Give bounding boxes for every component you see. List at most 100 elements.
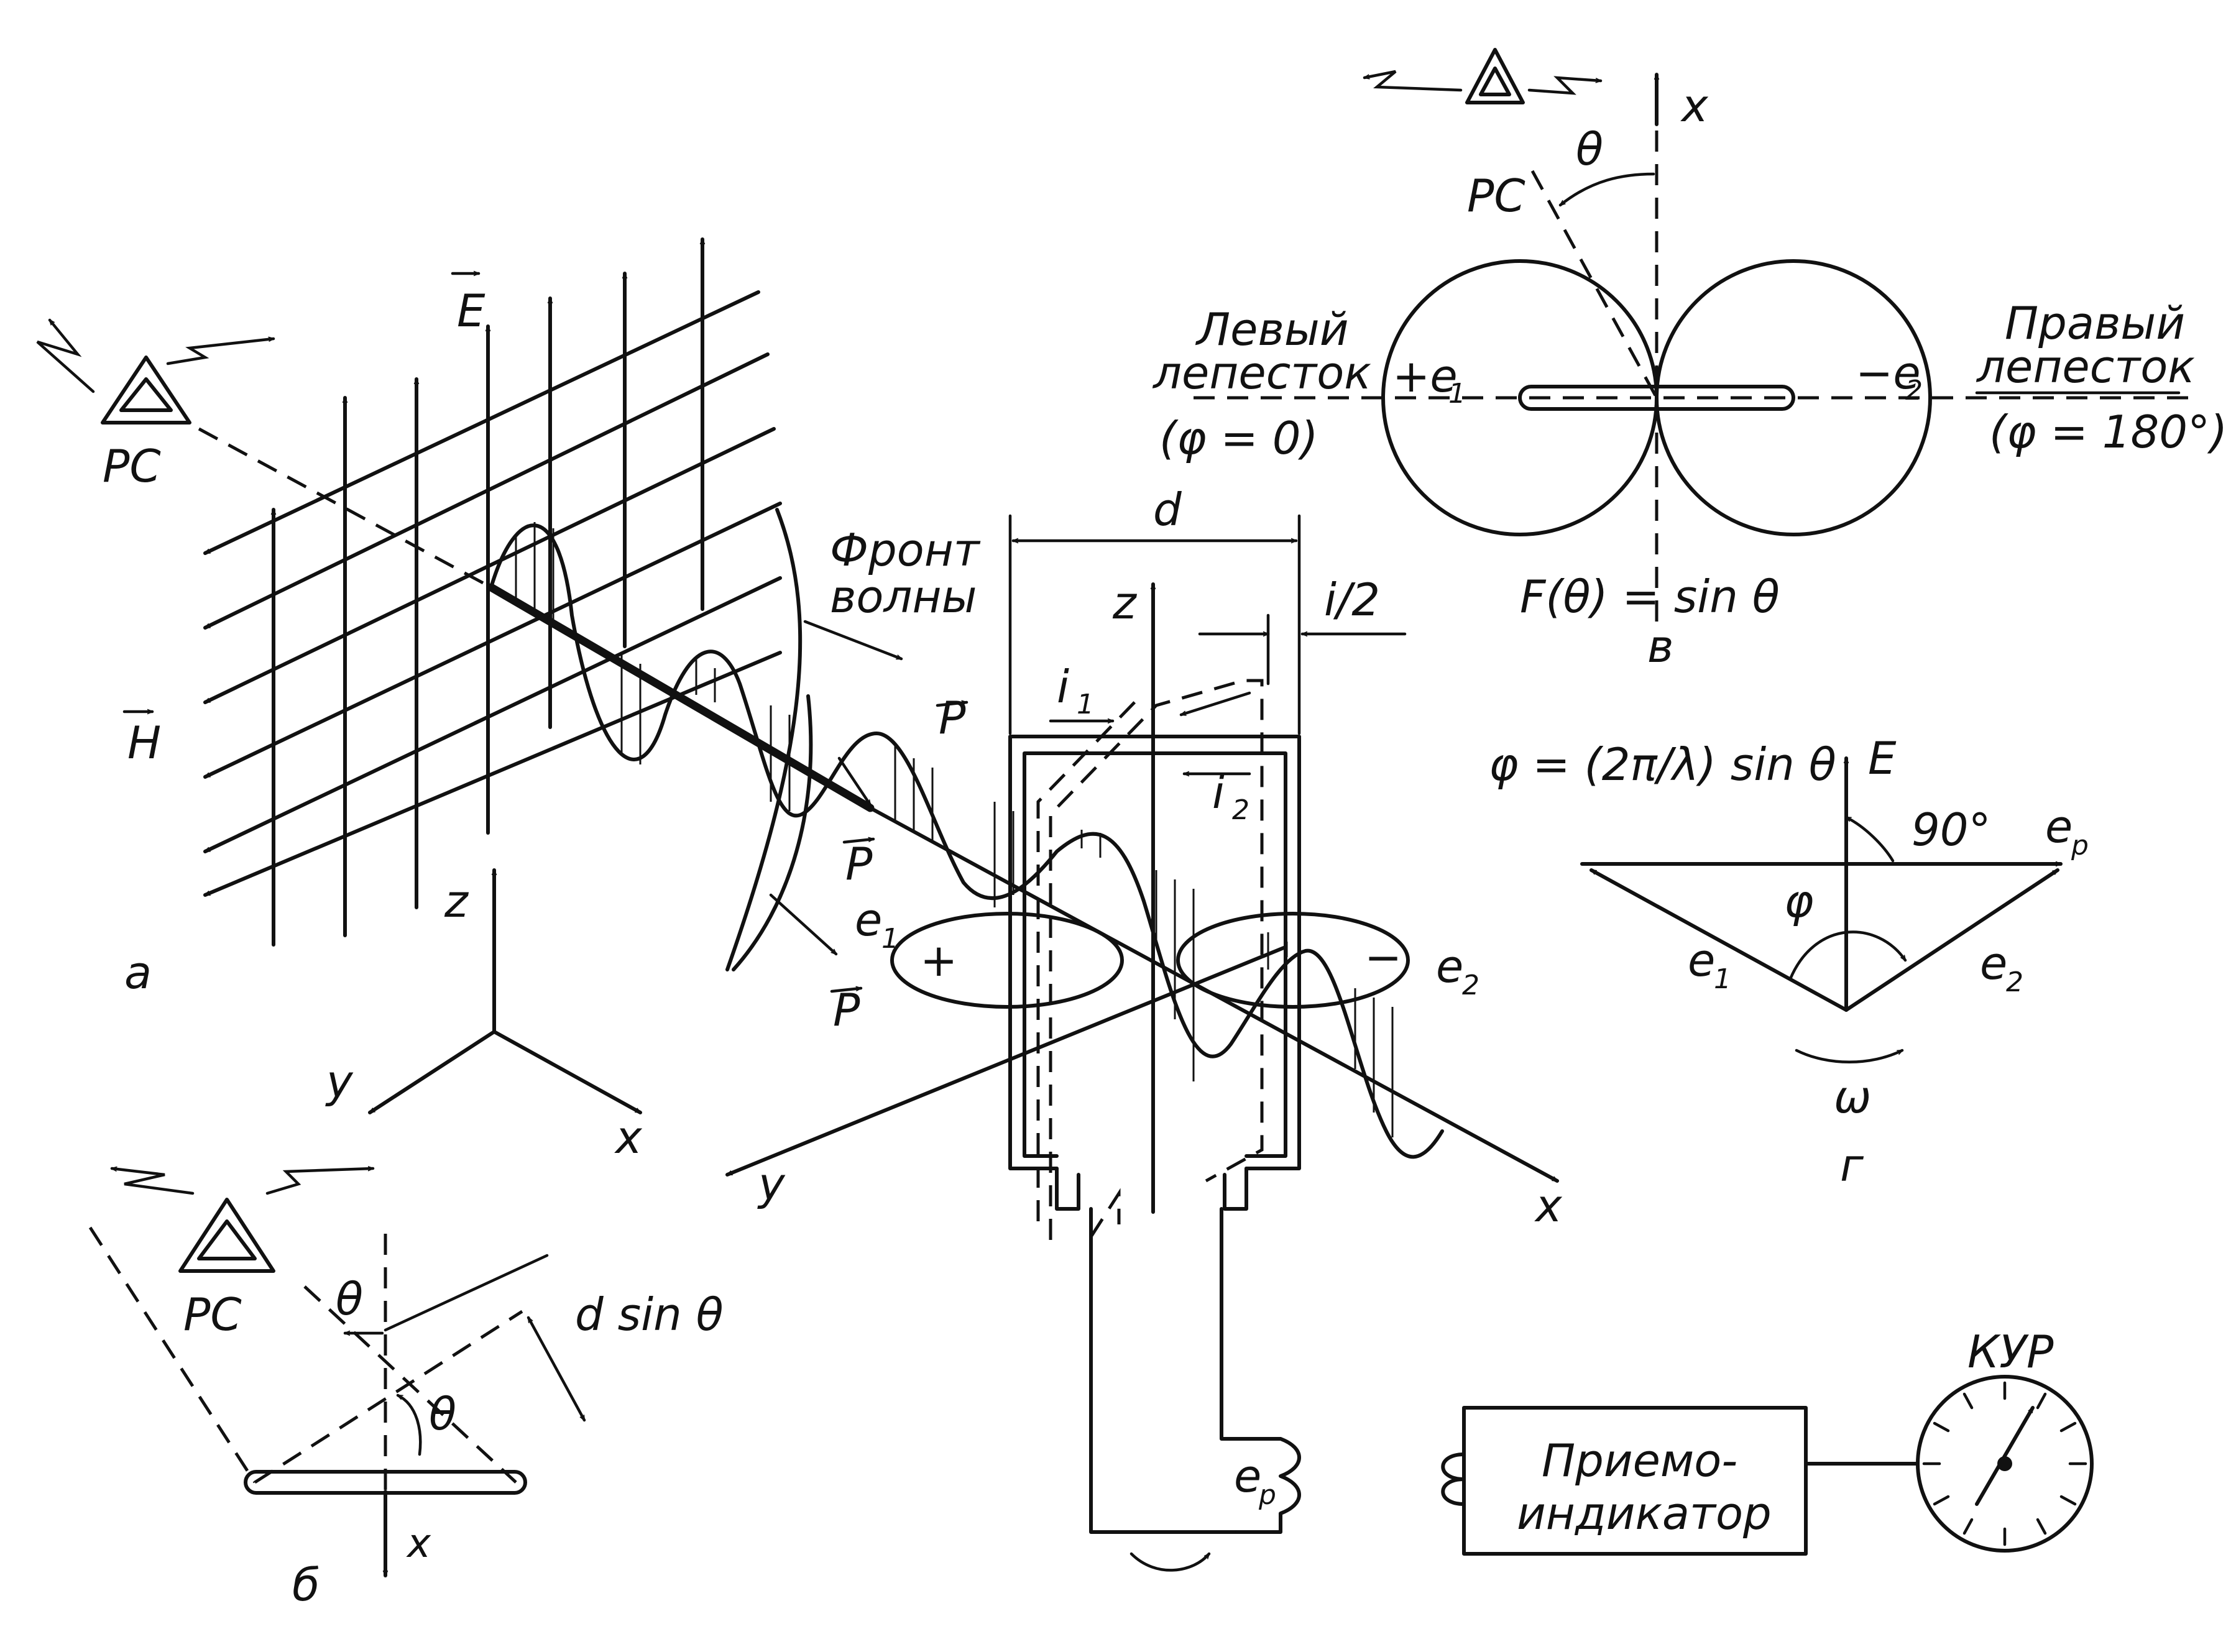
- station-label: РС: [103, 440, 161, 492]
- induced-current-arrow: [1179, 691, 1251, 717]
- h-vector-label: H: [127, 717, 161, 769]
- wave-front-label: Фронт: [830, 524, 981, 576]
- lobe-right-a: [1176, 912, 1410, 1009]
- svg-text:1: 1: [1448, 378, 1466, 410]
- receiver-label: Приемо-: [1542, 1434, 1737, 1487]
- receiver-indicator-box: [1462, 1406, 1808, 1556]
- kur-label: КУР: [1967, 1326, 2054, 1378]
- theta-label: θ: [1576, 123, 1603, 175]
- emf-e2-label: e 2: [1436, 940, 1479, 1001]
- station-label: РС: [1467, 170, 1525, 222]
- coupling-coil: [1441, 1452, 1466, 1506]
- wave-front-label: волны: [830, 571, 977, 623]
- svg-text:2: 2: [1905, 375, 1923, 406]
- phasor-e-label: E: [1868, 732, 1897, 784]
- svg-text:e: e: [855, 894, 882, 946]
- minus-e2-label: −e 2: [1856, 347, 1923, 406]
- svg-text:р: р: [2071, 830, 2089, 861]
- poynting-label: P: [845, 838, 873, 890]
- kur-indicator-dial: КУР: [1916, 1326, 2094, 1553]
- theta-label: θ: [429, 1388, 456, 1440]
- current-i1: i 1: [1049, 661, 1115, 721]
- svg-text:e: e: [2045, 801, 2073, 853]
- right-lobe-label: Правый: [2005, 297, 2185, 349]
- svg-text:e: e: [1436, 940, 1463, 993]
- axis-label: x: [1534, 1180, 1563, 1232]
- dimension-label: i/2: [1324, 574, 1380, 626]
- panel-label-v: в: [1647, 620, 1673, 672]
- right-lobe-label: лепесток: [1976, 341, 2195, 393]
- minus-sign: −: [1364, 931, 1402, 983]
- panel-v-pattern: x θ Левый лепесток (φ = 0) Правый лепест…: [1152, 73, 2227, 672]
- y-axis-main: [725, 946, 1286, 1177]
- field-grid: E H: [122, 237, 782, 947]
- panel-label-g: г: [1840, 1139, 1864, 1191]
- phasor-phi-label: φ: [1784, 875, 1814, 927]
- axis-label: y: [757, 1158, 786, 1210]
- svg-text:e: e: [1980, 937, 2007, 989]
- right-lobe-phase: (φ = 180°): [1989, 406, 2227, 458]
- dimension-half-i: i/2: [1198, 574, 1407, 686]
- radio-station-left: РС: [36, 320, 275, 492]
- e-vector-label: E: [457, 285, 485, 337]
- pattern-formula: F(θ) = sin θ: [1520, 571, 1780, 623]
- svg-text:1: 1: [1077, 689, 1094, 720]
- axis-label: z: [1112, 577, 1138, 629]
- svg-text:−e: −e: [1856, 347, 1921, 399]
- receiver-label: индикатор: [1517, 1487, 1772, 1540]
- svg-text:2: 2: [1462, 970, 1479, 1001]
- panel-label-a: а: [124, 947, 152, 999]
- wave-front-pointer: [803, 620, 901, 661]
- phase-formula: φ = (2π/λ) sin θ: [1489, 738, 1836, 791]
- poynting-label: P: [939, 692, 966, 744]
- dipole-antenna: [1518, 385, 1795, 411]
- radio-station-top: РС: [1363, 48, 1603, 222]
- svg-text:i: i: [1212, 766, 1225, 819]
- phasor-90-label: 90°: [1912, 804, 1991, 856]
- plus-sign: +: [920, 934, 957, 986]
- poynting-arrow-2: [769, 893, 838, 956]
- propagation-axis: [487, 583, 875, 812]
- axis-label: x: [614, 1111, 643, 1163]
- h-field-lines: [203, 290, 782, 897]
- theta-label: θ: [336, 1273, 363, 1325]
- svg-text:2: 2: [1232, 794, 1249, 826]
- svg-text:р: р: [1258, 1479, 1276, 1511]
- wave-front-arc-2: [732, 694, 813, 971]
- poynting-label: P: [833, 984, 860, 1036]
- panel-b-geometry: θ θ d sin θ x б: [88, 1226, 724, 1611]
- svg-text:e: e: [1688, 934, 1715, 986]
- left-lobe-phase: (φ = 0): [1159, 412, 1318, 464]
- axis-label: y: [325, 1055, 354, 1108]
- left-lobe-label: Левый: [1195, 303, 1349, 356]
- emf-e1-label: e 1: [855, 894, 899, 955]
- svg-text:1: 1: [1714, 963, 1731, 995]
- station-label: РС: [183, 1288, 242, 1341]
- dimension-d: d: [1008, 484, 1301, 735]
- coordinate-axes-small: z y x: [325, 868, 643, 1163]
- svg-text:e: e: [1234, 1450, 1261, 1502]
- phasor-e1-label: e 1: [1688, 934, 1731, 995]
- panel-g-phasors: φ = (2π/λ) sin θ E 90° e р φ e 1 e 2 ω г: [1489, 732, 2089, 1191]
- radio-station-bottom: РС: [110, 1168, 375, 1341]
- dimension-label: d: [1153, 484, 1182, 536]
- left-lobe-label: лепесток: [1152, 347, 1371, 399]
- svg-text:i: i: [1057, 661, 1069, 713]
- poynting-arrow-1: [837, 756, 872, 805]
- axis-label: x: [406, 1521, 431, 1567]
- phasor-e2-label: e 2: [1980, 937, 2023, 998]
- incident-ray: [198, 427, 492, 589]
- phasor-ep-label: e р: [2045, 801, 2089, 861]
- d-sin-theta-label: d sin θ: [575, 1288, 724, 1341]
- svg-text:1: 1: [881, 923, 899, 955]
- axis-label: x: [1680, 80, 1709, 132]
- e-field-lines: [274, 237, 702, 947]
- lobe-left-a: [890, 912, 1124, 1009]
- wave-front-arc-1: [725, 508, 803, 971]
- plus-e1-label: +e 1: [1392, 350, 1466, 410]
- axis-label: z: [444, 875, 469, 927]
- svg-text:+e: +e: [1392, 350, 1458, 402]
- ep-output: e р: [1234, 1450, 1276, 1511]
- phasor-omega-label: ω: [1834, 1071, 1871, 1123]
